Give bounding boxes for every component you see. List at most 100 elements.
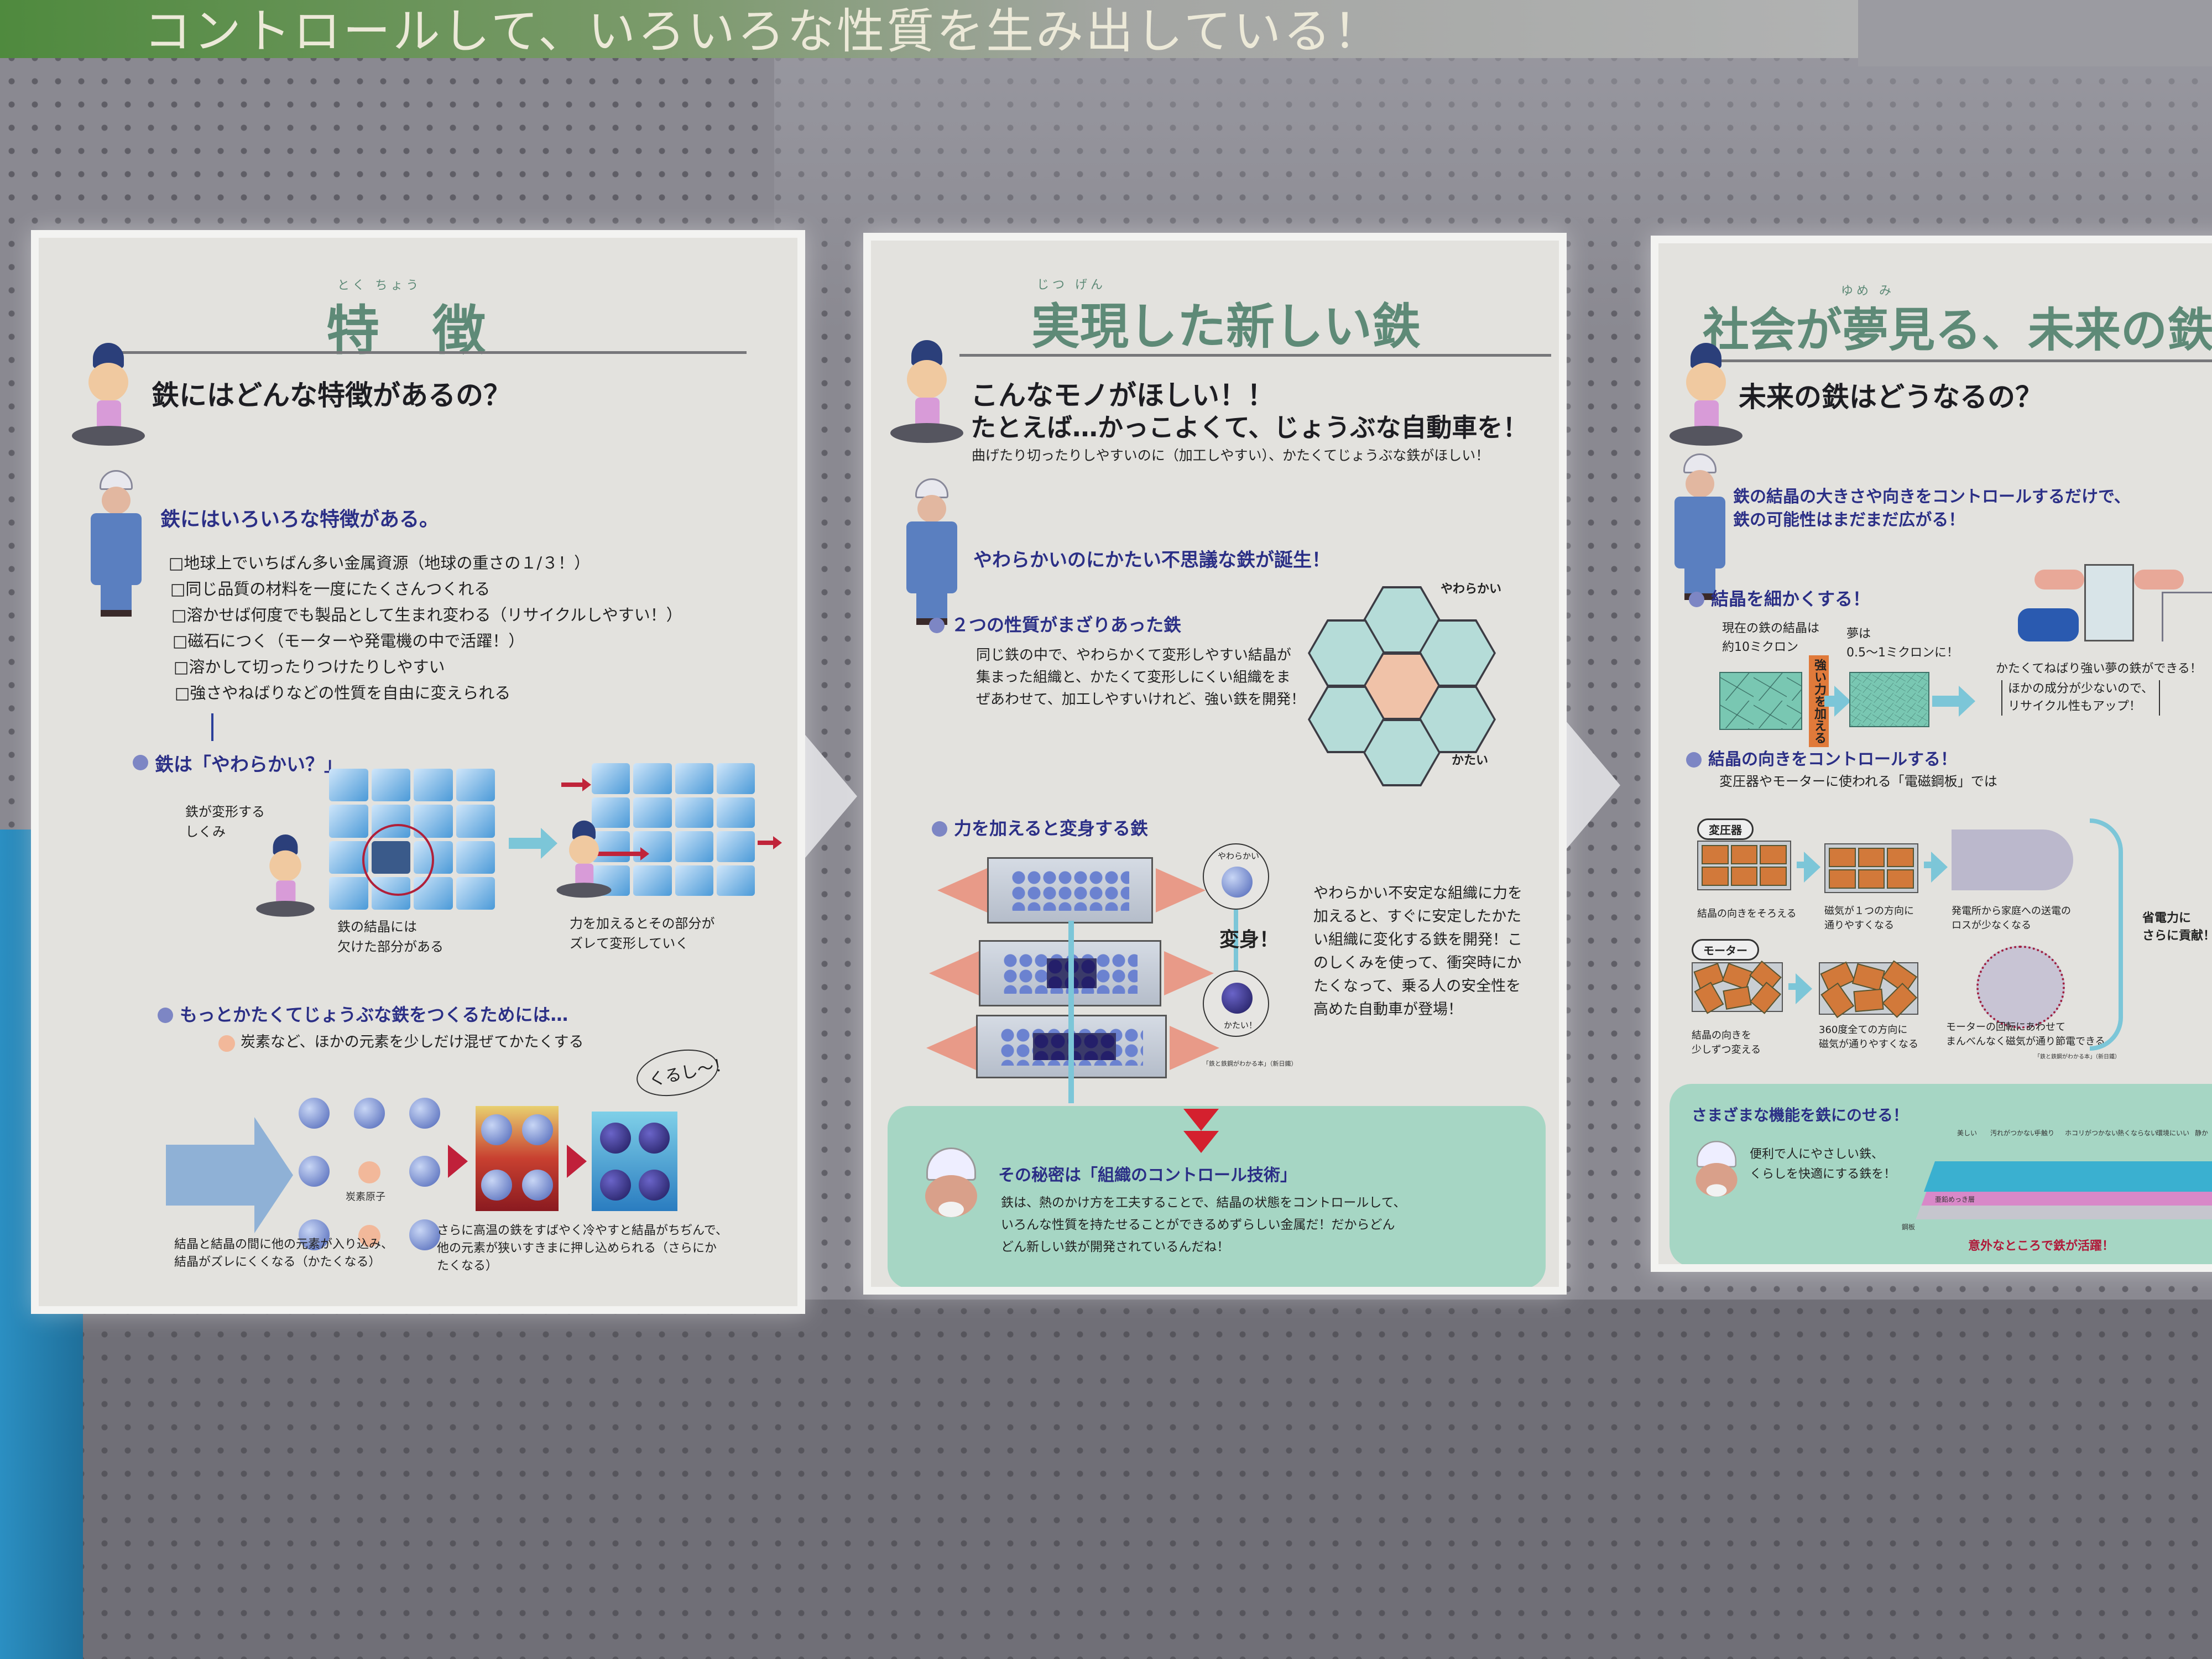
next-triangle-icon [567, 1145, 587, 1178]
top-banner: コントロールして、いろいろな性質を生み出している！ [0, 0, 1858, 59]
carbon-atom [358, 1225, 380, 1247]
saving-label: 省電力にさらに貢献！ [2142, 911, 2212, 943]
question: 未来の鉄はどうなるの？ [1739, 381, 2043, 413]
iron-atom [299, 1219, 330, 1250]
bullet-icon [1686, 752, 1702, 768]
arrow-icon [1797, 852, 1820, 883]
motor-caption: モーターの回転にあわせてまんべんなく磁気が通り節電できる [1946, 1021, 2105, 1047]
transform-label: 変身！ [1219, 928, 1280, 951]
force-arrow-icon [561, 778, 591, 791]
title-rule [1714, 359, 2212, 362]
professor-character [83, 470, 149, 619]
current-label: 現在の鉄の結晶は約10ミクロン [1722, 622, 1820, 654]
subtext: 曲げたり切ったりしやすいのに（加工しやすい）、かたくてじょうぶな鉄がほしい！ [972, 447, 1490, 463]
feature-item: □溶かせば何度でも製品として生まれ変わる（リサイクルしやすい！） [171, 606, 682, 624]
feature-item: □地球上でいちばん多い金属資源（地球の重さの１/３！） [169, 554, 591, 572]
pull-arrow-icon [1170, 1026, 1219, 1070]
iron-atom [409, 1156, 440, 1187]
aligned-crystals [1697, 841, 1791, 890]
function-label: 熱くならない [2117, 1129, 2158, 1137]
soft-heading: 鉄は「やわらかい？」 [155, 754, 343, 776]
pull-arrow-icon [1156, 868, 1206, 912]
motor-caption: 360度全ての方向に磁気が通りやすくなる [1819, 1024, 1918, 1050]
pull-arrow-icon [1164, 951, 1214, 995]
carbon-atom [358, 1161, 380, 1183]
professor-character [899, 478, 965, 628]
question-line: たとえば…かっこよくて、じょうぶな自動車を！ [971, 413, 1528, 442]
hex-hard-label: かたい [1452, 754, 1489, 768]
omni-flow-crystals [1819, 960, 1918, 1018]
orient-sub: 変圧器やモーターに使われる「電磁鋼板」では [1719, 774, 1997, 789]
question: 鉄にはどんな特徴があるの？ [152, 379, 511, 411]
iron-atom [409, 1098, 440, 1129]
carbon-atom-label: 炭素原子 [346, 1191, 385, 1203]
transformer-caption: 磁気が１つの方向に通りやすくなる [1824, 905, 1914, 931]
title-ruby: ゆめ み [1841, 284, 1895, 298]
pull-arrow-icon [937, 868, 987, 912]
function-label: 手触り [2034, 1129, 2055, 1137]
rotated-crystals [1692, 960, 1783, 1014]
function-label: 美しい [1957, 1129, 1978, 1137]
bracket-arrow-icon [2090, 818, 2123, 1051]
title-rule [122, 351, 747, 354]
girl-character [556, 820, 612, 900]
arrow-connector [796, 724, 857, 868]
cooled-iron-image [592, 1112, 677, 1211]
function-label: 汚れがつかない [1990, 1129, 2037, 1137]
big-arrow-icon [166, 1145, 254, 1206]
crystal-cube-shifted [592, 763, 755, 896]
banner-edge [1858, 0, 2212, 66]
speech-bubble: くるし〜！ [632, 1042, 732, 1103]
carbon-note: 炭素など、ほかの元素を少しだけ混ぜてかたくする [241, 1034, 584, 1051]
strange-iron-heading: やわらかいのにかたい不思議な鉄が誕生！ [973, 549, 1331, 571]
harder-heading: もっとかたくてじょうぶな鉄をつくるためには… [180, 1004, 568, 1025]
coarse-grain-image [1719, 672, 1802, 730]
bullet-icon [929, 618, 945, 633]
steel-layer [1916, 1206, 2212, 1219]
soft-atom-callout: やわらかい [1203, 843, 1269, 910]
steel-bar-soft [987, 857, 1153, 924]
iron-atom [299, 1098, 330, 1129]
title-ruby: とく ちょう [337, 279, 422, 293]
panel-features: とく ちょう 特 徴 鉄にはどんな特徴があるの？ 鉄にはいろいろな特徴がある。 … [31, 230, 805, 1314]
defect-circle [362, 824, 434, 896]
arrow-connector [1559, 713, 1620, 857]
fine-grain-image [1849, 672, 1929, 727]
panel-title: 社会が夢見る、未来の鉄は [1703, 303, 2212, 357]
secret-text: 鉄は、熱のかけ方を工夫することで、結晶の状態をコントロールして、いろんな性質を持… [1001, 1196, 1406, 1254]
function-label: 環境にいい [2156, 1129, 2190, 1137]
iron-atom [299, 1156, 330, 1187]
banner-text: コントロールして、いろいろな性質を生み出している！ [144, 4, 1383, 59]
mixed-text: 同じ鉄の中で、やわらかくて変形しやすい結晶が集まった組織と、かたくて変形しにくい… [976, 647, 1306, 708]
big-arrow-head-icon [254, 1117, 293, 1233]
motor-image [1976, 946, 2065, 1029]
arrow-icon [1824, 686, 1851, 717]
arrow-icon [1924, 852, 1948, 883]
citation: 「鉄と鉄鋼がわかる本」（新日鐵） [2034, 1054, 2120, 1060]
lower-wall [0, 1300, 2212, 1659]
down-triangle-icon [1183, 1109, 1219, 1131]
surprise-text: 意外なところで鉄が活躍！ [1968, 1239, 2115, 1253]
panel-future-iron: ゆめ み 社会が夢見る、未来の鉄は 未来の鉄はどうなるの？ 鉄の結晶の大きさや向… [1651, 236, 2212, 1272]
coating-layer [1923, 1161, 2212, 1192]
panel-title: 実現した新しい鉄 [1031, 298, 1421, 355]
future-heading: 鉄の結晶の大きさや向きをコントロールするだけで、鉄の可能性はまだまだ広がる！ [1733, 487, 2131, 530]
citation: 「鉄と鉄鋼がわかる本」（新日鐵） [1203, 1060, 1297, 1067]
defect-label: 鉄の結晶には欠けた部分がある [337, 919, 444, 954]
features-heading: 鉄にはいろいろな特徴がある。 [160, 508, 440, 531]
transformer-caption: 結晶の向きをそろえる [1697, 908, 1797, 920]
power-plant-image [1952, 830, 2073, 890]
deform-label: 鉄が変形するしくみ [185, 804, 265, 839]
professor-face [921, 1147, 982, 1219]
iron-atom [409, 1219, 440, 1250]
next-triangle-icon [448, 1145, 468, 1178]
strong-characters-image [2001, 559, 2212, 647]
title-rule [959, 354, 1551, 357]
transform-arrow-icon [1234, 910, 1238, 971]
down-triangle-icon [1183, 1131, 1219, 1153]
transform-heading: 力を加えると変身する鉄 [954, 818, 1149, 839]
recycle-note: ほかの成分が少ないので、リサイクル性もアップ！ [2001, 680, 2161, 716]
question-line: こんなモノがほしい！！ [971, 379, 1275, 411]
feature-item: □溶かして切ったりつけたりしやすい [174, 658, 445, 676]
fine-heading: 結晶を細かくする！ [1711, 588, 1871, 609]
